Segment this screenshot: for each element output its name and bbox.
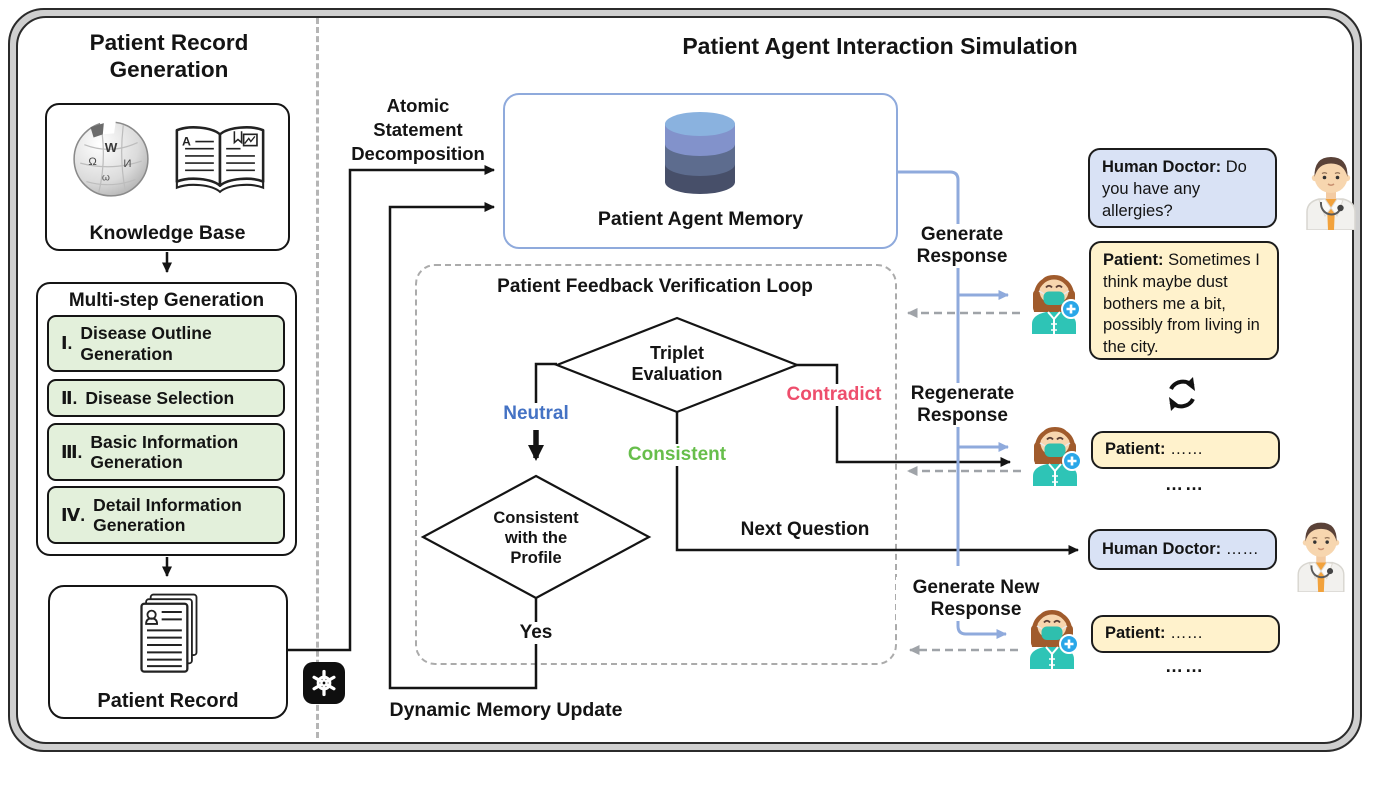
step-label: Detail Information Generation [93,494,242,535]
step-label: Disease Outline Generation [80,323,212,364]
openai-logo-icon [303,662,345,704]
line-memory-to-agents [898,170,960,566]
doctor-avatar [1306,157,1356,230]
svg-text:W: W [105,140,118,155]
profile-consistency-diamond [420,474,652,600]
patient-avatar [1030,610,1079,669]
bubble-text: Do you have any allergies? [1102,158,1247,220]
patient-bubble-1: Patient: Sometimes I think maybe dust bo… [1089,241,1279,360]
step-number: Ⅱ. [61,387,78,408]
database-cylinder-icon [665,112,735,194]
svg-text:A: A [182,135,191,149]
patient-record-label: Patient Record [97,690,239,712]
doctor-bubble-1: Human Doctor: Do you have any allergies? [1088,148,1277,228]
bubble-text: …… [1170,624,1204,643]
contradict-label: Contradict [780,384,888,407]
triplet-evaluation-diamond [553,316,801,414]
neutral-label: Neutral [494,403,578,426]
step-number: Ⅳ. [61,504,86,525]
right-panel-title: Patient Agent Interaction Simulation [682,33,1078,59]
patient-agent-memory-label: Patient Agent Memory [597,208,804,230]
dynamic-memory-update-label: Dynamic Memory Update [389,699,623,721]
left-panel-title: Patient Record Generation [89,30,249,82]
bubble-text: …… [1170,440,1204,459]
svg-text:Ω: Ω [88,156,96,168]
arrow-record-to-memory [288,165,495,652]
verification-loop-title: Patient Feedback Verification Loop [497,276,813,297]
regenerate-response-label: Regenerate Response [900,383,1025,428]
step-number: Ⅲ. [61,441,83,462]
arrow-dynamic-memory-update [388,202,538,690]
consistent-label: Consistent [623,444,731,467]
patient-bubble-3: Patient: …… [1091,615,1280,653]
step-disease-outline: Ⅰ. Disease Outline Generation [47,315,285,372]
generate-new-response-label: Generate New Response [896,577,1056,622]
arrow-contradict-to-patient [795,363,1011,467]
next-question-label: Next Question [740,519,870,540]
knowledge-base-label: Knowledge Base [89,222,246,244]
wikipedia-globe-icon: W Ω И ω [73,119,149,197]
verification-loop-box [415,264,897,665]
step-number: Ⅰ. [61,333,73,354]
step-label: Basic Information Generation [90,431,239,472]
svg-text:ω: ω [102,173,110,184]
doctor-avatar [1297,522,1345,592]
speaker-label: Patient: [1105,624,1166,643]
svg-text:И: И [123,158,131,170]
speaker-label: Patient: [1105,440,1166,459]
atomic-statement-decomposition-label: Atomic Statement Decomposition [351,95,485,165]
speaker-label: Human Doctor: [1102,539,1222,558]
open-book-icon: A [175,126,265,194]
patient-record-stack-icon [140,593,198,673]
conversation-ellipsis: …… [1165,474,1205,494]
speaker-label: Human Doctor: [1102,158,1222,176]
step-basic-information: Ⅲ. Basic Information Generation [47,423,285,481]
refresh-arrows-icon [1169,377,1195,411]
patient-bubble-2: Patient: …… [1091,431,1280,469]
conversation-ellipsis: …… [1165,656,1205,676]
profile-consistency-label: Consistent with the Profile [493,509,579,568]
yes-label: Yes [512,622,560,645]
multistep-title: Multi-step Generation [68,290,265,311]
speaker-label: Patient: [1103,251,1164,269]
triplet-evaluation-label: Triplet Evaluation [631,343,723,384]
generate-response-label: Generate Response [906,224,1018,269]
arrow-generate-new-response [956,608,1007,639]
bubble-text: …… [1225,539,1259,558]
patient-avatar [1033,427,1082,486]
step-detail-information: Ⅳ. Detail Information Generation [47,486,285,544]
patient-avatar [1032,275,1081,334]
bubble-text: Sometimes I think maybe dust bothers me … [1103,251,1260,357]
doctor-bubble-2: Human Doctor: …… [1088,529,1277,570]
step-label: Disease Selection [85,387,235,408]
panel-divider-dashed-line [316,18,319,738]
step-disease-selection: Ⅱ. Disease Selection [47,379,285,417]
